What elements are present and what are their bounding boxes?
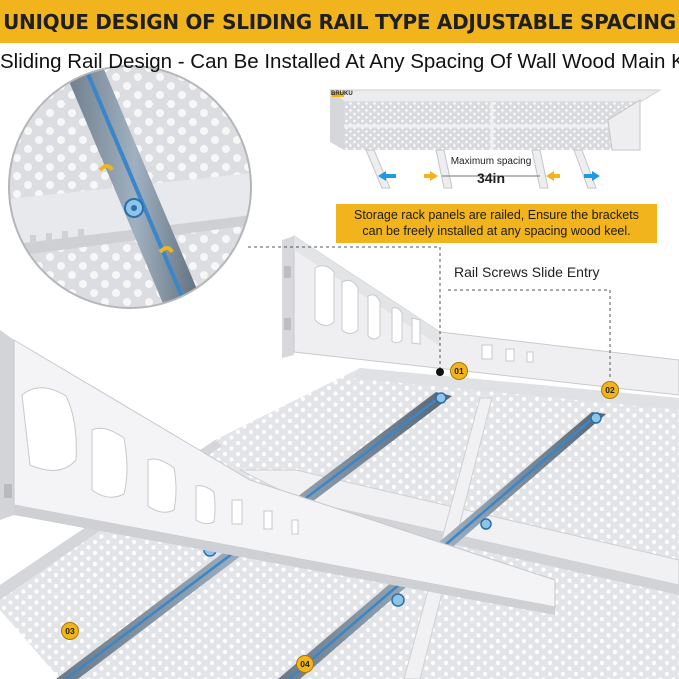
max-spacing-label: Maximum spacing <box>450 156 532 167</box>
inset-shelf-diagram <box>328 89 662 189</box>
marker-02: 02 <box>601 381 619 399</box>
zoom-detail-circle <box>8 65 252 309</box>
note-line-1: Storage rack panels are railed, Ensure t… <box>354 208 639 222</box>
callout-leader-lines <box>248 246 611 380</box>
page-subtitle: Sliding Rail Design - Can Be Installed A… <box>0 50 679 73</box>
page-title: UNIQUE DESIGN OF SLIDING RAIL TYPE ADJUS… <box>3 9 676 34</box>
max-spacing-value: 34in <box>476 170 505 186</box>
note-line-2: can be freely installed at any spacing w… <box>362 224 631 238</box>
title-banner: UNIQUE DESIGN OF SLIDING RAIL TYPE ADJUS… <box>0 0 679 43</box>
wall-bracket-front <box>0 330 556 615</box>
info-note-box: Storage rack panels are railed, Ensure t… <box>336 204 657 243</box>
wall-bracket-back <box>282 235 679 396</box>
rail-screws-label: Rail Screws Slide Entry <box>454 264 600 280</box>
brand-logo: BRUKU <box>331 91 353 97</box>
marker-04: 04 <box>296 655 314 673</box>
marker-03: 03 <box>61 622 79 640</box>
marker-01: 01 <box>450 362 468 380</box>
